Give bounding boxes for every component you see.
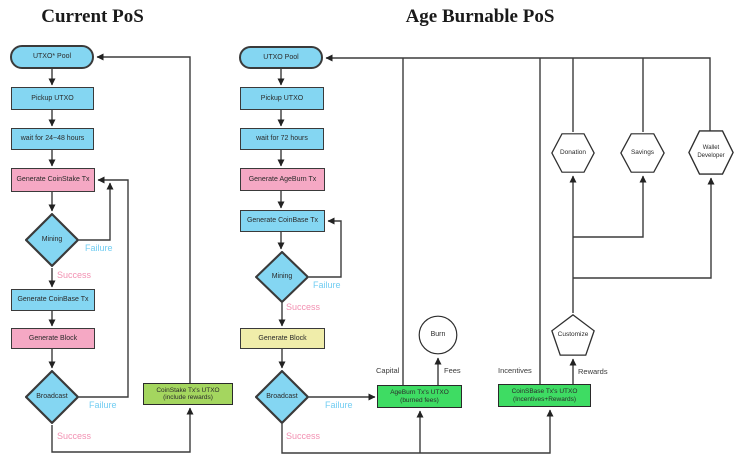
node-gen-coinstake: Generate CoinStake Tx (11, 168, 95, 192)
label-mining-success-left: Success (57, 270, 92, 280)
label-mining-success-right: Success (286, 302, 321, 312)
node-coinstake-utxo-line1: CoinStake Tx's UTXO (156, 386, 220, 394)
node-gen-block-right: Generate Block (240, 328, 325, 349)
broadcast-diamond-right-label: Broadcast (266, 393, 298, 401)
node-gen-coinbase-right-label: Generate CoinBase Tx (246, 217, 319, 224)
left-diagram-title: Current PoS (41, 6, 144, 27)
node-gen-coinstake-label: Generate CoinStake Tx (16, 176, 90, 183)
node-coinsbase-utxo-line2: (Incentives+Rewards) (512, 395, 577, 403)
node-gen-coinbase-left-label: Generate CoinBase Tx (17, 296, 89, 303)
label-broadcast-success-right: Success (286, 431, 321, 441)
node-ageburn-utxo-line1: AgeBurn Tx's UTXO (390, 389, 449, 396)
wallet-developer-line2: Developer (697, 152, 725, 159)
burn-circle: Burn (418, 315, 458, 355)
customize-pentagon: Customize (551, 314, 595, 356)
savings-hexagon-label: Savings (630, 149, 655, 157)
node-ageburn-utxo-line2: (burned fees) (400, 396, 439, 404)
mining-diamond-left: Mining (25, 213, 79, 267)
mining-diamond-right: Mining (255, 251, 309, 303)
label-mining-failure-right: Failure (313, 280, 341, 290)
node-wait-left: wait for 24~48 hours (11, 128, 94, 150)
customize-pentagon-label: Customize (557, 331, 589, 339)
label-incentives: Incentives (498, 366, 532, 375)
node-ageburn-utxo: AgeBurn Tx's UTXO (burned fees) (377, 385, 462, 408)
wallet-developer-line1: Wallet (702, 145, 720, 151)
mining-diamond-right-label: Mining (271, 273, 293, 281)
node-gen-block-left-label: Generate Block (28, 334, 78, 342)
label-broadcast-failure-left: Failure (89, 400, 117, 410)
node-wait-right-label: wait for 72 hours (256, 135, 308, 142)
node-pickup-utxo-left-label: Pickup UTXO (31, 94, 74, 102)
node-gen-coinbase-right: Generate CoinBase Tx (240, 210, 325, 232)
burn-circle-label: Burn (430, 331, 446, 339)
node-utxo-pool-left-label: UTXO* Pool (32, 53, 72, 60)
right-diagram-title: Age Burnable PoS (405, 6, 555, 27)
node-utxo-pool-right: UTXO Pool (239, 46, 323, 69)
label-rewards: Rewards (578, 367, 608, 376)
label-capital: Capital (376, 366, 400, 375)
node-gen-ageburn-label: Generate AgeBurn Tx (248, 175, 317, 183)
wallet-developer-hexagon: Wallet Developer (688, 130, 734, 175)
donation-hexagon-label: Donation (559, 149, 587, 157)
donation-hexagon: Donation (551, 133, 595, 173)
node-wait-left-label: wait for 24~48 hours (20, 135, 85, 142)
node-coinstake-utxo: CoinStake Tx's UTXO (include rewards) (143, 383, 233, 405)
label-broadcast-success-left: Success (57, 431, 92, 441)
node-coinsbase-utxo: CoinSBase Tx's UTXO (Incentives+Rewards) (498, 384, 591, 407)
node-pickup-utxo-left: Pickup UTXO (11, 87, 94, 110)
node-gen-coinbase-left: Generate CoinBase Tx (11, 289, 95, 311)
node-pickup-utxo-right-label: Pickup UTXO (260, 94, 304, 102)
savings-hexagon: Savings (620, 133, 665, 173)
node-coinstake-utxo-line2: (include rewards) (163, 394, 213, 401)
node-gen-ageburn: Generate AgeBurn Tx (240, 168, 325, 191)
node-utxo-pool-left: UTXO* Pool (10, 45, 94, 69)
node-gen-block-left: Generate Block (11, 328, 95, 349)
node-pickup-utxo-right: Pickup UTXO (240, 87, 324, 110)
node-coinsbase-utxo-line1: CoinSBase Tx's UTXO (511, 388, 578, 395)
node-utxo-pool-right-label: UTXO Pool (263, 53, 299, 61)
label-mining-failure-left: Failure (85, 243, 113, 253)
broadcast-diamond-left: Broadcast (25, 370, 79, 424)
label-broadcast-failure-right: Failure (325, 400, 353, 410)
mining-diamond-left-label: Mining (41, 236, 63, 244)
broadcast-diamond-left-label: Broadcast (36, 393, 68, 401)
node-wait-right: wait for 72 hours (240, 128, 324, 150)
label-fees: Fees (444, 366, 461, 375)
broadcast-diamond-right: Broadcast (255, 370, 309, 424)
node-gen-block-right-label: Generate Block (258, 334, 307, 342)
